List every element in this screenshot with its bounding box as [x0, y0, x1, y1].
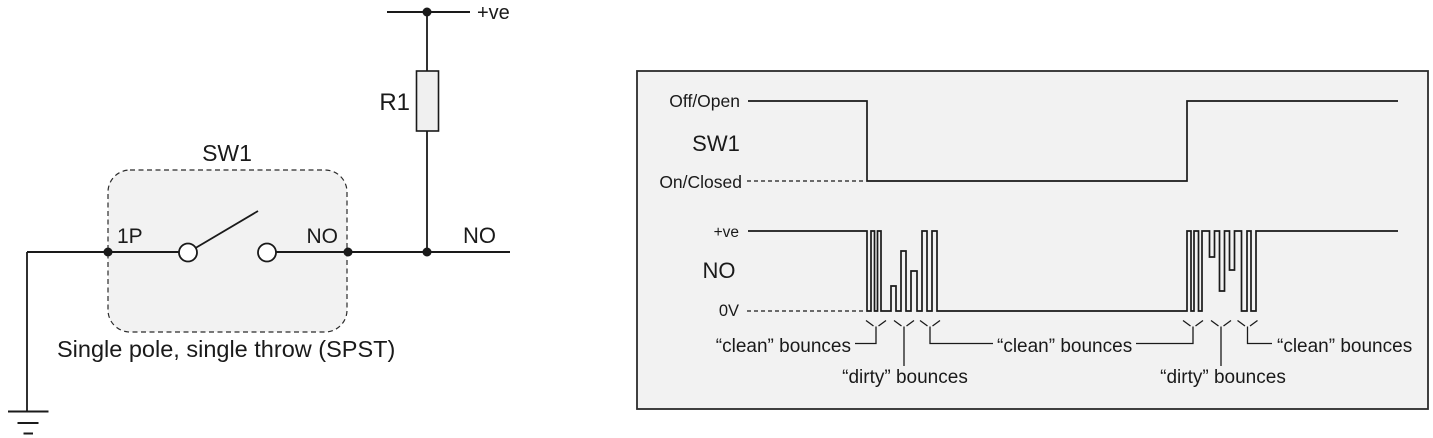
bounce-marker-clean-left	[855, 319, 887, 345]
ground-symbol	[8, 410, 49, 435]
output-node-label: NO	[463, 223, 496, 248]
clean-bounces-label-middle: “clean” bounces	[997, 336, 1132, 357]
sw1-high-level-label: Off/Open	[669, 91, 740, 111]
sw1-low-level-label: On/Closed	[659, 172, 742, 192]
sw1-waveform	[748, 100, 1398, 182]
switch-contact-right	[257, 242, 277, 263]
no-signal-name: NO	[703, 258, 736, 283]
throw-junction-dot	[343, 247, 353, 257]
bounce-marker-clean-right	[1237, 319, 1272, 345]
bounce-marker-clean-mid-right	[1136, 319, 1204, 345]
resistor-junction-dot	[422, 247, 432, 257]
pole-junction-dot	[103, 247, 113, 257]
no-high-level-label: +ve	[714, 224, 739, 241]
dirty-bounces-label-right: “dirty” bounces	[1160, 367, 1286, 388]
resistor-label: R1	[379, 89, 410, 116]
no-waveform	[748, 230, 1398, 312]
resistor-body	[415, 70, 440, 132]
dirty-bounces-label-left: “dirty” bounces	[842, 367, 968, 388]
sw1-signal-name: SW1	[692, 131, 740, 156]
throw-terminal-label: NO	[307, 225, 339, 248]
switch-name-label: SW1	[202, 140, 252, 166]
clean-bounces-label-right: “clean” bounces	[1277, 336, 1412, 357]
bounce-marker-clean-mid-left	[919, 319, 993, 345]
bounce-marker-dirty-right	[1210, 319, 1232, 366]
switch-contact-left	[178, 242, 198, 263]
timing-panel	[636, 70, 1429, 410]
supply-label: +ve	[477, 2, 510, 24]
circuit-schematic: +ve R1 SW1 1P NO NO Single pole, single …	[8, 2, 510, 435]
clean-bounces-label-left: “clean” bounces	[716, 336, 851, 357]
timing-diagram: Off/Open SW1 On/Closed +ve NO 0V “clean”…	[636, 70, 1429, 410]
switch-lever	[195, 210, 259, 249]
no-low-level-label: 0V	[719, 302, 739, 320]
bounce-marker-dirty-left	[893, 319, 915, 366]
circuit-caption: Single pole, single throw (SPST)	[57, 336, 395, 362]
pole-terminal-label: 1P	[117, 225, 143, 248]
switch-enclosure	[107, 169, 348, 333]
